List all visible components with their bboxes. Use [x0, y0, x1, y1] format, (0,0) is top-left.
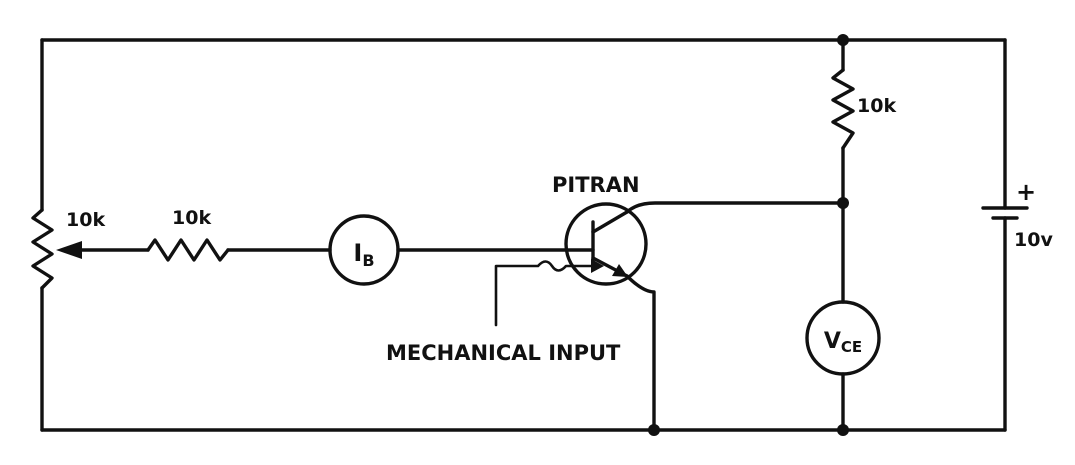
collector-resistor-zigzag — [831, 68, 855, 150]
junction-top — [837, 34, 849, 46]
mechanical-input-label: MECHANICAL INPUT — [386, 341, 621, 365]
vce-meter-circle — [805, 300, 881, 376]
battery-plus-label: + — [1016, 178, 1036, 206]
base-current-meter-circle — [328, 214, 400, 286]
base-resistor: 10k — [146, 207, 230, 262]
potentiometer-zigzag — [31, 208, 54, 290]
transistor-label: PITRAN — [552, 173, 640, 197]
transistor-emitter-arrow — [612, 264, 628, 277]
transistor-collector-lead — [591, 210, 629, 234]
mechanical-input-arrow — [591, 259, 604, 273]
potentiometer: 10k — [31, 208, 105, 290]
collector-resistor-label: 10k — [857, 95, 896, 117]
potentiometer-wiper-arrow — [56, 241, 82, 259]
junction-bottom-emitter — [648, 424, 660, 436]
base-current-meter: IB — [328, 214, 400, 286]
base-current-meter-label: IB — [353, 239, 374, 270]
junction-bottom-right — [837, 424, 849, 436]
mechanical-input-lever — [494, 260, 602, 327]
junction-collector — [837, 197, 849, 209]
battery-voltage-label: 10v — [1014, 229, 1053, 251]
vce-subscript: CE — [841, 338, 862, 356]
emitter-wire — [625, 274, 656, 432]
junctions — [648, 34, 849, 436]
transistor-circle — [564, 202, 648, 286]
base-current-subscript: B — [362, 251, 374, 270]
pitran-transistor: PITRAN — [552, 173, 648, 286]
vce-meter-label: VCE — [824, 329, 862, 356]
base-resistor-zigzag — [146, 238, 230, 262]
collector-resistor: 10k — [831, 68, 896, 150]
vce-symbol: V — [824, 329, 841, 354]
base-current-symbol: I — [353, 239, 362, 267]
mechanical-input: MECHANICAL INPUT — [386, 259, 621, 365]
base-resistor-label: 10k — [172, 207, 211, 229]
potentiometer-label: 10k — [66, 209, 105, 231]
battery: + 10v — [981, 178, 1053, 251]
collector-wire — [625, 201, 845, 214]
vce-meter: VCE — [805, 300, 881, 376]
